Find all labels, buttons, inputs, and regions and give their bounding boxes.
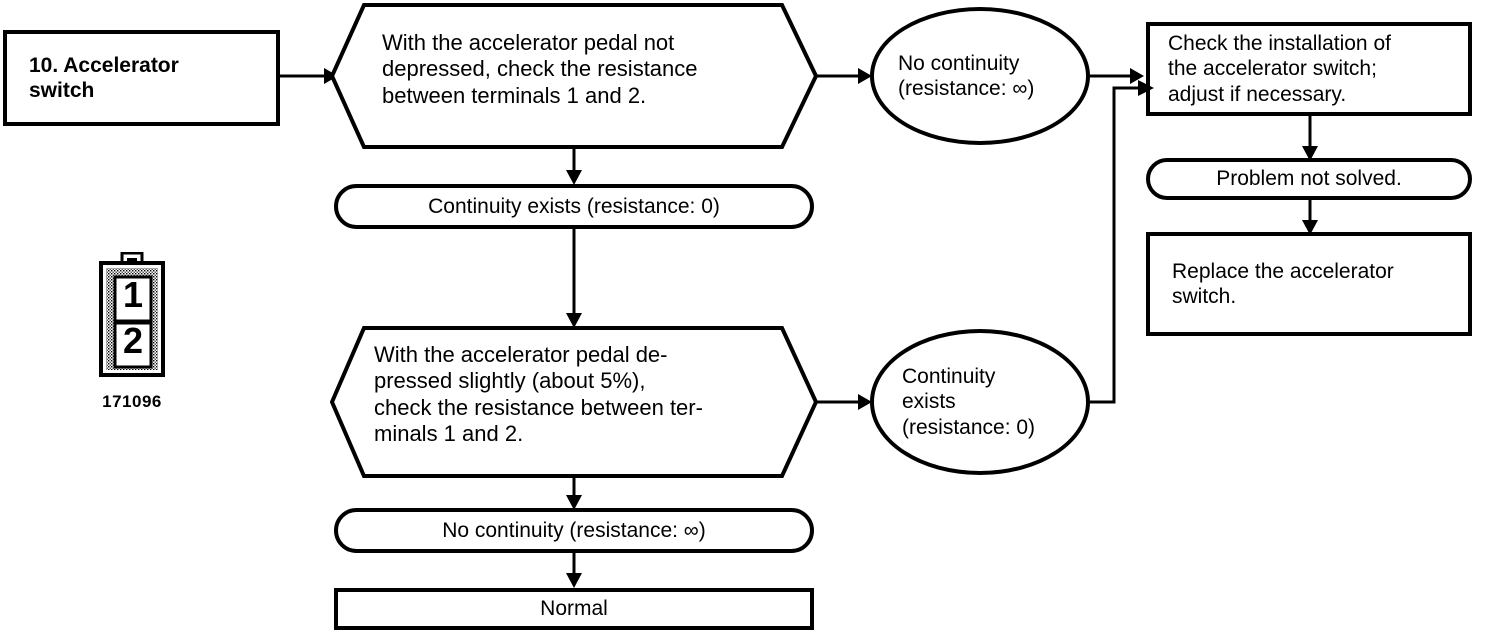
node-replace-switch-label: Replace the accelerator switch. <box>1172 259 1394 308</box>
node-check-installation-label: Check the installation of the accelerato… <box>1168 32 1391 106</box>
node-accelerator-switch[interactable]: 10. Accelerator switch <box>3 30 280 126</box>
node-test-pedal-not-depressed[interactable]: With the accelerator pedal not depressed… <box>330 3 818 149</box>
node-result-continuity-exists-test1-label: Continuity exists (resistance: 0) <box>428 194 720 218</box>
terminal-1-label: 1 <box>122 274 144 315</box>
node-check-installation[interactable]: Check the installation of the accelerato… <box>1146 22 1472 116</box>
node-result-no-continuity-test1[interactable]: No continuity (resistance: ∞) <box>870 7 1090 145</box>
connector-no-continuity-to-normal <box>562 553 586 589</box>
node-test-pedal-depressed-label: With the accelerator pedal de- pressed s… <box>374 342 703 447</box>
node-result-no-continuity-test2[interactable]: No continuity (resistance: ∞) <box>334 508 814 553</box>
node-normal-label: Normal <box>540 597 608 621</box>
connector-continuity-to-test2 <box>562 229 586 329</box>
connector-test1-to-no-continuity <box>816 60 874 92</box>
node-result-continuity-exists-test2[interactable]: Continuity exists (resistance: 0) <box>870 329 1090 475</box>
node-test-pedal-not-depressed-label: With the accelerator pedal not depressed… <box>382 30 698 108</box>
terminal-2-label: 2 <box>122 320 144 361</box>
part-number-label: 171096 <box>102 392 162 411</box>
node-normal[interactable]: Normal <box>334 588 814 630</box>
node-result-continuity-exists-test1[interactable]: Continuity exists (resistance: 0) <box>334 184 814 229</box>
node-test-pedal-depressed[interactable]: With the accelerator pedal de- pressed s… <box>330 326 818 478</box>
accelerator-switch-connector-icon <box>96 252 168 386</box>
node-result-no-continuity-test2-label: No continuity (resistance: ∞) <box>442 518 706 542</box>
node-result-continuity-exists-test2-label: Continuity exists (resistance: 0) <box>902 365 1036 439</box>
node-accelerator-switch-label: 10. Accelerator switch <box>29 53 179 102</box>
node-replace-switch[interactable]: Replace the accelerator switch. <box>1146 232 1472 336</box>
connector-check-install-to-problem <box>1298 116 1322 162</box>
connector-test2-to-continuity-exists <box>816 386 874 418</box>
connector-problem-to-replace <box>1298 200 1322 236</box>
connector-test2-to-no-continuity <box>562 475 586 511</box>
connector-test1-to-continuity-exists <box>562 146 586 186</box>
node-problem-not-solved[interactable]: Problem not solved. <box>1146 158 1472 200</box>
node-result-no-continuity-test1-label: No continuity (resistance: ∞) <box>898 51 1035 100</box>
connector-no-continuity-to-check-install <box>1088 60 1148 92</box>
node-problem-not-solved-label: Problem not solved. <box>1216 167 1402 191</box>
